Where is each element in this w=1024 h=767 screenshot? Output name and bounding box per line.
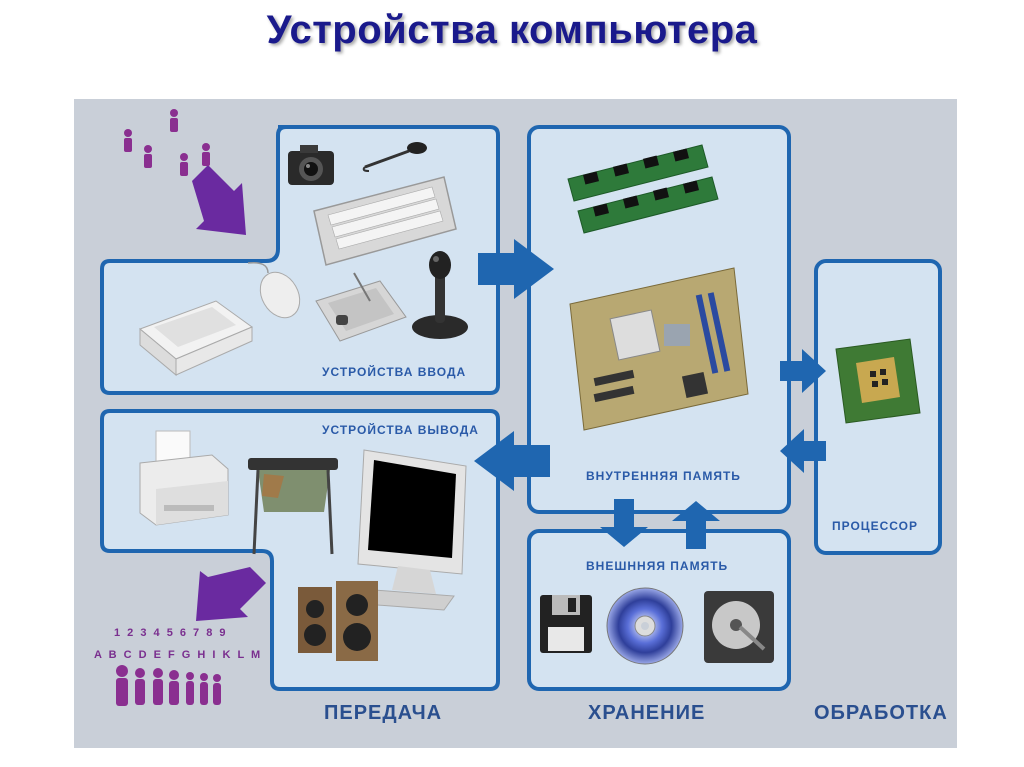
hard-drive-icon — [704, 591, 774, 663]
digits-row: 1 2 3 4 5 6 7 8 9 — [114, 627, 228, 639]
printer-icon — [139, 430, 229, 526]
section-storage: ХРАНЕНИЕ — [588, 702, 706, 724]
motherboard-icon — [569, 267, 749, 431]
arrow-input-to-memory — [478, 239, 554, 299]
camera-icon — [288, 145, 334, 185]
speakers-icon — [298, 581, 378, 661]
floppy-disk-icon — [540, 595, 592, 653]
arrow-symbols-in — [192, 165, 246, 235]
internal-memory-label: ВНУТРЕННЯЯ ПАМЯТЬ — [586, 469, 741, 483]
ram-icon — [567, 144, 719, 234]
arrow-external-to-memory — [672, 501, 720, 549]
joystick-icon — [412, 251, 468, 339]
output-devices-label: УСТРОЙСТВА ВЫВОДА — [322, 423, 479, 437]
processor-label: ПРОЦЕССОР — [832, 519, 918, 533]
input-devices-label: УСТРОЙСТВА ВВОДА — [322, 365, 467, 379]
microphone-icon — [362, 142, 427, 172]
section-processing: ОБРАБОТКА — [814, 702, 948, 724]
page-title: Устройства компьютера — [266, 8, 758, 52]
arrow-symbols-out — [196, 567, 266, 621]
arrow-memory-to-external — [600, 499, 648, 547]
people-pictogram — [116, 665, 221, 706]
section-transfer: ПЕРЕДАЧА — [324, 702, 443, 724]
arrow-cpu-to-memory — [780, 429, 826, 473]
plotter-icon — [248, 458, 338, 555]
scanner-icon — [139, 300, 254, 377]
cd-disc-icon — [606, 587, 684, 665]
mouse-icon — [247, 261, 301, 319]
arrow-memory-to-output — [474, 431, 550, 491]
letters-row: A B C D E F G H I K L M — [94, 649, 263, 661]
external-memory-label: ВНЕШННЯЯ ПАМЯТЬ — [586, 559, 729, 573]
scattered-symbols — [124, 109, 210, 176]
graphics-tablet-icon — [315, 272, 407, 342]
diagram-panel: УСТРОЙСТВА ВВОДА УСТРОЙСТВА ВЫВОДА 1 2 3… — [74, 99, 957, 748]
cpu-icon — [835, 338, 921, 424]
arrow-memory-to-cpu — [780, 349, 826, 393]
monitor-icon — [357, 449, 467, 611]
keyboard-icon — [313, 176, 457, 266]
